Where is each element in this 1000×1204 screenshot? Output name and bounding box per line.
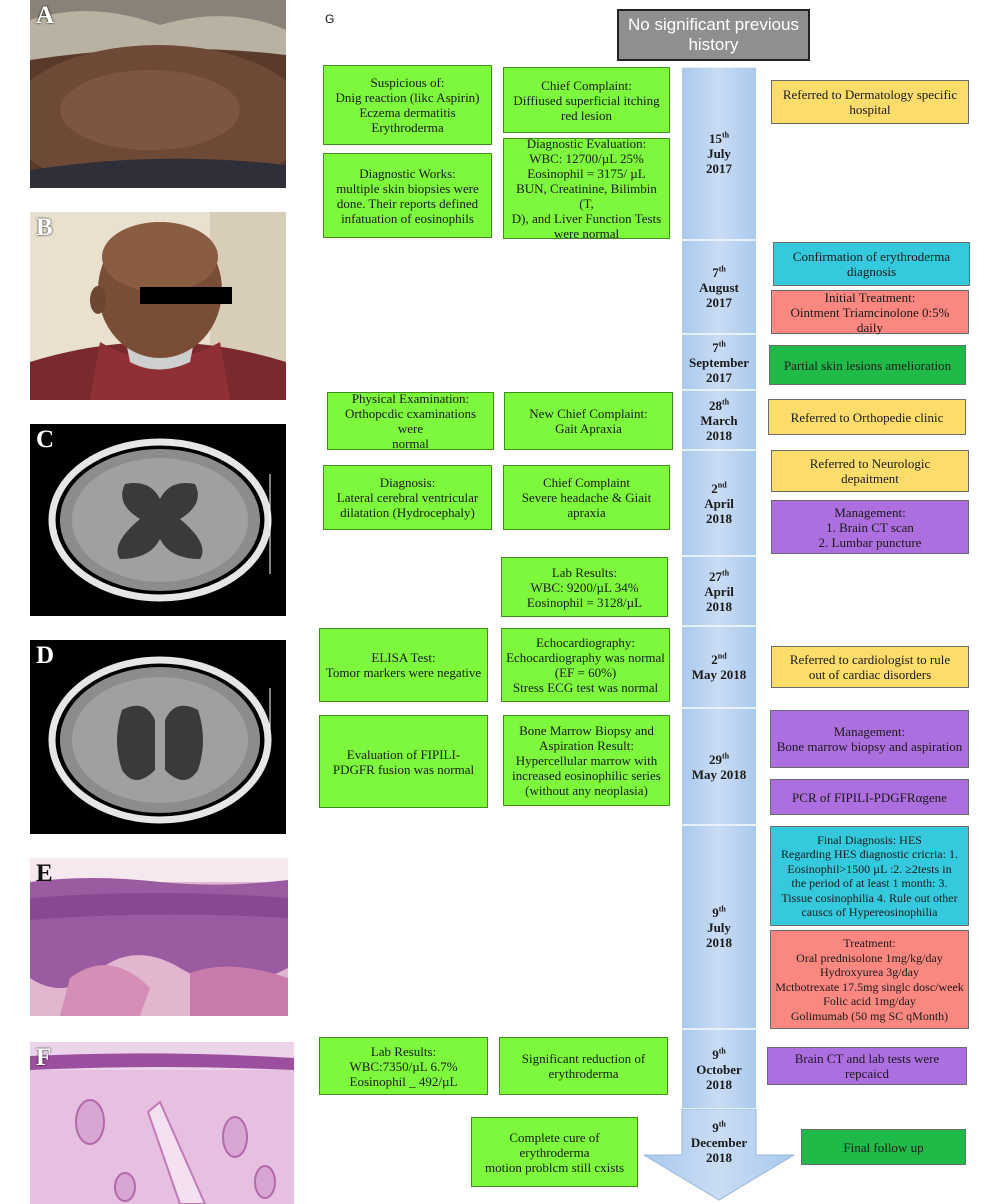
panel-letter-b: B [36, 214, 53, 241]
echocardiography-box: Echocardiography: Echocardiography was n… [501, 628, 670, 702]
referred-cardiologist-box: Referred to cardiologist to rule out of … [771, 646, 969, 688]
panel-d-mri-scan: D [30, 640, 286, 834]
chief-complaint-box-1: Chief Complaint: Diffiused superficial i… [503, 67, 670, 133]
histology-image-2 [30, 1042, 294, 1204]
histology-image-1 [30, 858, 288, 1016]
diagnostic-works-box: Diagnostic Works: multiple skin biopsies… [323, 153, 492, 238]
mri-scan-image-2 [30, 640, 286, 834]
new-chief-complaint-box: New Chief Complaint: Gait Apraxia [504, 392, 673, 450]
lab-results-box-1: Lab Results: WBC: 9200/µL 34% Eosinophil… [501, 557, 668, 617]
initial-treatment-box: Initial Treatment: Ointment Triamcinolon… [771, 290, 969, 335]
management-box-1: Management: 1. Brain CT scan 2. Lumbar p… [771, 500, 969, 554]
no-previous-history-box: No significant previous history [617, 9, 810, 61]
chief-complaint-box-3: Chief Complaint Severe headache & Giait … [503, 465, 670, 530]
diagnosis-hydrocephaly-box: Diagnosis: Lateral cerebral ventricular … [323, 465, 492, 530]
panel-e-histology: E [30, 858, 288, 1016]
partial-amelioration-box: Partial skin lesions amelioration [769, 345, 966, 385]
mri-scan-image-1 [30, 424, 286, 616]
final-follow-up-box: Final follow up [801, 1129, 966, 1165]
complete-cure-box: Complete cure of erythroderma motion pro… [471, 1117, 638, 1187]
significant-reduction-box: Significant reduction of erythroderma [499, 1037, 668, 1095]
panel-letter-d: D [36, 642, 55, 669]
diagnostic-evaluation-box: Diagnostic Evaluation: WBC: 12700/µL 25%… [503, 136, 670, 241]
panel-f-histology: F [30, 1042, 294, 1204]
physical-examination-box: Physical Examination: Orthopcdic cxamina… [327, 391, 494, 451]
panel-letter-c: C [36, 426, 55, 453]
panel-letter-f: F [36, 1044, 52, 1071]
suspicious-of-box: Suspicious of: Dnig reaction (likc Aspir… [323, 65, 492, 145]
fipili-evaluation-box: Evaluation of FIPILI- PDGFR fusion was n… [319, 715, 488, 808]
face-photo-image [30, 212, 286, 400]
panel-letter-a: A [36, 2, 55, 29]
referred-dermatology-box: Referred to Dermatology specific hospita… [771, 80, 969, 124]
timeline-date-may-29-2018: 29th May 2018 [682, 708, 756, 825]
elisa-test-box: ELISA Test: Tomor markers were negative [319, 628, 488, 702]
brain-ct-repeated-box: Brain CT and lab tests were repcaicd [767, 1047, 967, 1085]
final-diagnosis-box: Final Diagnosis: HES Regarding HES diagn… [770, 826, 969, 926]
lab-results-box-2: Lab Results: WBC:7350/µL 6.7% Eosinophil… [319, 1037, 488, 1095]
treatment-box: Treatment: Oral prednisolone 1mg/kg/day … [770, 930, 969, 1029]
pcr-fipili-box: PCR of FIPILI-PDGFRαgene [770, 779, 969, 815]
panel-label-g: G [325, 12, 335, 26]
panel-b-face-photo: B [30, 212, 286, 400]
panel-a-abdomen-photo: A [30, 0, 286, 188]
bone-marrow-result-box: Bone Marrow Biopsy and Aspiration Result… [503, 715, 670, 806]
referred-orthopedic-box: Referred to Orthopedie clinic [768, 399, 966, 435]
panel-c-mri-scan: C [30, 424, 286, 616]
timeline-date-may-2-2018: 2nd May 2018 [682, 626, 756, 708]
panel-letter-e: E [36, 860, 53, 887]
referred-neurologic-box: Referred to Neurologic depaitment [771, 450, 969, 492]
confirmation-erythroderma-box: Confirmation of erythroderma diagnosis [773, 242, 970, 286]
timeline-arrow-head [644, 1109, 794, 1201]
abdomen-photo-image [30, 0, 286, 188]
management-box-2: Management: Bone marrow biopsy and aspir… [770, 710, 969, 768]
